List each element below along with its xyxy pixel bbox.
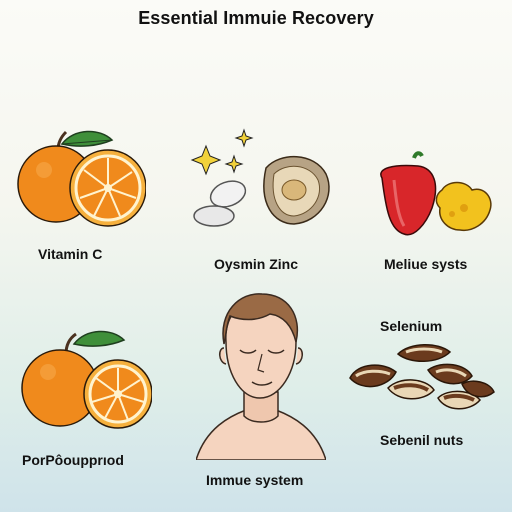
label-meliue-systs: Meliue systs xyxy=(384,256,468,272)
label-porpooupprod: PorPôoupprıod xyxy=(22,452,124,468)
oyster-icon xyxy=(190,128,330,227)
label-immue-system: Immue system xyxy=(206,472,304,488)
page-title: Essential Immuie Recovery xyxy=(138,8,374,28)
orange-icon xyxy=(17,130,146,227)
nut-icon xyxy=(349,344,495,410)
label-oysmin-zinc: Oysmin Zinc xyxy=(214,256,299,272)
orange-icon xyxy=(21,330,152,429)
label-vitamin-c: Vitamin C xyxy=(38,246,103,262)
label-sebenil-nuts: Sebenil nuts xyxy=(380,432,464,448)
label-selenium: Selenium xyxy=(380,318,443,334)
person-icon xyxy=(196,293,326,460)
pepper-icon xyxy=(380,151,492,236)
